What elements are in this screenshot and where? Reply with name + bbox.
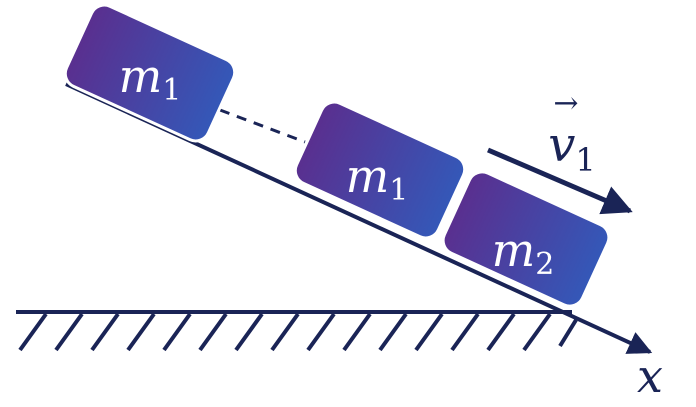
ground-hatching [18, 312, 578, 352]
velocity-arrow [487, 147, 633, 215]
velocity-vector-arrow: → [553, 86, 578, 121]
block-m1-top [63, 3, 237, 143]
block-m1-middle [293, 100, 467, 240]
ground-surface [16, 310, 578, 352]
velocity-label: → v1 [548, 86, 595, 179]
block-m1-middle-label: m1 [346, 149, 409, 208]
block-m2 [441, 170, 611, 308]
x-axis-label: x [637, 349, 663, 403]
block-m1-top-label: m1 [119, 49, 182, 108]
dashed-connector [219, 108, 306, 144]
velocity-symbol: v1 [548, 117, 595, 179]
block-m2-label: m2 [492, 223, 555, 282]
